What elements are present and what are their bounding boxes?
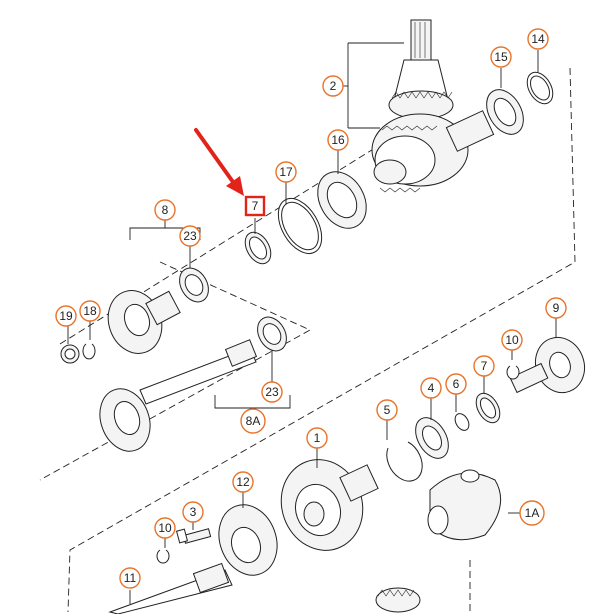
svg-text:16: 16 bbox=[331, 133, 345, 147]
callout-2: 2 bbox=[322, 75, 344, 97]
ring-7-right-part bbox=[475, 392, 501, 424]
ring-6-part bbox=[454, 413, 470, 431]
callout-7-highlighted: 7 bbox=[244, 195, 266, 217]
svg-text:1A: 1A bbox=[525, 506, 540, 520]
flange-8-part bbox=[107, 290, 181, 354]
svg-text:9: 9 bbox=[553, 301, 560, 315]
svg-text:11: 11 bbox=[124, 571, 137, 585]
svg-text:8A: 8A bbox=[246, 414, 261, 428]
callout-16: 16 bbox=[327, 129, 349, 151]
highlight-arrow bbox=[194, 128, 244, 196]
callout-14: 14 bbox=[527, 28, 549, 50]
svg-text:7: 7 bbox=[252, 199, 259, 213]
bearing-15-part bbox=[486, 89, 524, 135]
callout-23-lower: 23 bbox=[261, 381, 283, 403]
svg-text:18: 18 bbox=[83, 304, 97, 318]
svg-text:23: 23 bbox=[265, 385, 279, 399]
callout-15: 15 bbox=[490, 46, 512, 68]
callout-8a: 8A bbox=[240, 408, 266, 434]
callout-1: 1 bbox=[306, 427, 328, 449]
svg-text:10: 10 bbox=[158, 521, 172, 535]
callout-6: 6 bbox=[445, 373, 467, 395]
svg-text:19: 19 bbox=[59, 309, 73, 323]
spider-1a-part bbox=[427, 469, 502, 541]
callout-10-right: 10 bbox=[501, 329, 523, 351]
svg-text:3: 3 bbox=[190, 505, 197, 519]
bearing-16-part bbox=[317, 171, 367, 229]
svg-text:23: 23 bbox=[183, 229, 197, 243]
svg-text:12: 12 bbox=[236, 475, 250, 489]
gear-cluster-part bbox=[371, 110, 495, 193]
bearing-4-part bbox=[415, 417, 449, 459]
callout-10-lower: 10 bbox=[154, 517, 176, 539]
svg-text:17: 17 bbox=[279, 165, 293, 179]
clip-18-part bbox=[82, 343, 96, 360]
svg-text:1: 1 bbox=[314, 431, 321, 445]
svg-text:15: 15 bbox=[494, 50, 508, 64]
clip-10-right-part bbox=[506, 365, 520, 380]
callout-7-right: 7 bbox=[473, 355, 495, 377]
callout-18: 18 bbox=[79, 300, 101, 322]
cap-19-part bbox=[60, 344, 80, 364]
bolt-3-part bbox=[175, 528, 212, 544]
callout-9: 9 bbox=[545, 297, 567, 319]
callout-23-upper: 23 bbox=[179, 225, 201, 247]
seal-23-lower-part bbox=[257, 316, 287, 352]
seal-23-upper-part bbox=[179, 267, 209, 303]
callout-19: 19 bbox=[55, 305, 77, 327]
callout-8: 8 bbox=[154, 199, 176, 221]
svg-text:14: 14 bbox=[531, 32, 545, 46]
drive-shaft-8a-part bbox=[99, 339, 258, 452]
callout-5: 5 bbox=[376, 399, 398, 421]
shaft-11-part bbox=[108, 562, 233, 614]
svg-text:8: 8 bbox=[162, 203, 169, 217]
shim-14-part bbox=[526, 71, 554, 105]
svg-text:10: 10 bbox=[505, 333, 519, 347]
svg-text:2: 2 bbox=[330, 79, 337, 93]
ring-5-part bbox=[386, 441, 423, 482]
callout-17: 17 bbox=[275, 161, 297, 183]
ring-7-part bbox=[244, 231, 272, 265]
callout-3: 3 bbox=[182, 501, 204, 523]
housing-1-part bbox=[280, 459, 379, 551]
callout-4: 4 bbox=[420, 377, 442, 399]
svg-text:6: 6 bbox=[453, 377, 460, 391]
pinion-shaft-part bbox=[388, 19, 454, 120]
svg-text:4: 4 bbox=[428, 381, 435, 395]
callout-11: 11 bbox=[119, 567, 141, 589]
callout-1a: 1A bbox=[519, 500, 545, 526]
shim-17-part bbox=[277, 198, 323, 254]
svg-text:5: 5 bbox=[384, 403, 391, 417]
flange-9-part bbox=[509, 336, 586, 394]
clip-10-lower-part bbox=[156, 549, 170, 564]
bevel-gear-bottom-part bbox=[375, 587, 421, 613]
callout-12: 12 bbox=[232, 471, 254, 493]
flange-12-part bbox=[218, 504, 278, 576]
svg-text:7: 7 bbox=[481, 359, 488, 373]
